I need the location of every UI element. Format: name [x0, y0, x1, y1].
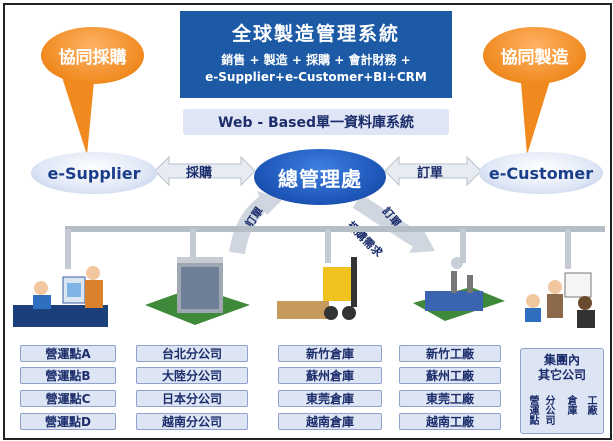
e-customer-node: e-Customer [479, 152, 603, 194]
right-bubble-tail [520, 71, 553, 155]
factory-suzhou: 蘇州工廠 [399, 367, 501, 384]
left-bubble-tail [60, 71, 95, 155]
group-sub-warehouse: 倉庫 [565, 395, 576, 415]
stem-3 [325, 229, 331, 263]
order-arrow-right [352, 194, 424, 248]
warehouse-suzhou: 蘇州倉庫 [278, 367, 382, 384]
connector-layer [13, 71, 595, 328]
factory-illustration [413, 257, 505, 321]
group-sub-factory: 工廠 [585, 395, 596, 415]
group-sub-sales: 營運點 [527, 395, 538, 425]
group-title-line2: 其它公司 [537, 368, 586, 382]
branch-vietnam: 越南分公司 [136, 413, 248, 430]
warehouse-dongguan: 東莞倉庫 [278, 390, 382, 407]
title-box: 全球製造管理系統 銷售 + 製造 + 採購 + 會計財務 + e-Supplie… [180, 11, 452, 98]
group-title-line1: 集團內 [543, 353, 580, 367]
group-sub-branch: 分公司 [543, 395, 554, 425]
title-line1: 銷售 + 製造 + 採購 + 會計財務 + [221, 53, 411, 67]
group-companies-box: 集團內 其它公司 營運點 分公司 倉庫 工廠 [520, 348, 604, 434]
sales-point-a: 營運點A [20, 345, 116, 362]
warehouse-vietnam: 越南倉庫 [278, 413, 382, 430]
factory-vietnam: 越南工廠 [399, 413, 501, 430]
warehouse-hsinchu: 新竹倉庫 [278, 345, 382, 362]
sales-point-c: 營運點C [20, 390, 116, 407]
stem-2 [190, 229, 196, 259]
title-line2: e-Supplier+e-Customer+BI+CRM [205, 70, 427, 84]
collab-manufacture-bubble: 協同製造 [483, 27, 586, 84]
collab-purchase-bubble: 協同採購 [41, 27, 144, 84]
order-label: 訂單 [417, 166, 444, 181]
branch-japan: 日本分公司 [136, 390, 248, 407]
sales-point-d: 營運點D [20, 413, 116, 430]
headquarters-node: 總管理處 [254, 149, 386, 205]
purchase-label: 採購 [186, 166, 213, 181]
web-based-label: Web - Based單一資料庫系統 [183, 109, 449, 135]
sales-point-b: 營運點B [20, 367, 116, 384]
stem-5 [565, 229, 571, 269]
diagram-frame: 全球製造管理系統 銷售 + 製造 + 採購 + 會計財務 + e-Supplie… [3, 3, 612, 440]
stem-4 [460, 229, 466, 263]
office-people-illustration [13, 266, 108, 327]
factory-dongguan: 東莞工廠 [399, 390, 501, 407]
stem-1 [65, 229, 71, 269]
e-supplier-node: e-Supplier [31, 152, 157, 194]
distribution-line [65, 226, 605, 232]
branch-china: 大陸分公司 [136, 367, 248, 384]
title-main: 全球製造管理系統 [231, 23, 400, 45]
building-illustration [145, 257, 250, 325]
meeting-people-illustration [525, 272, 595, 328]
branch-taipei: 台北分公司 [136, 345, 248, 362]
factory-hsinchu: 新竹工廠 [399, 345, 501, 362]
forklift-illustration [277, 257, 357, 320]
